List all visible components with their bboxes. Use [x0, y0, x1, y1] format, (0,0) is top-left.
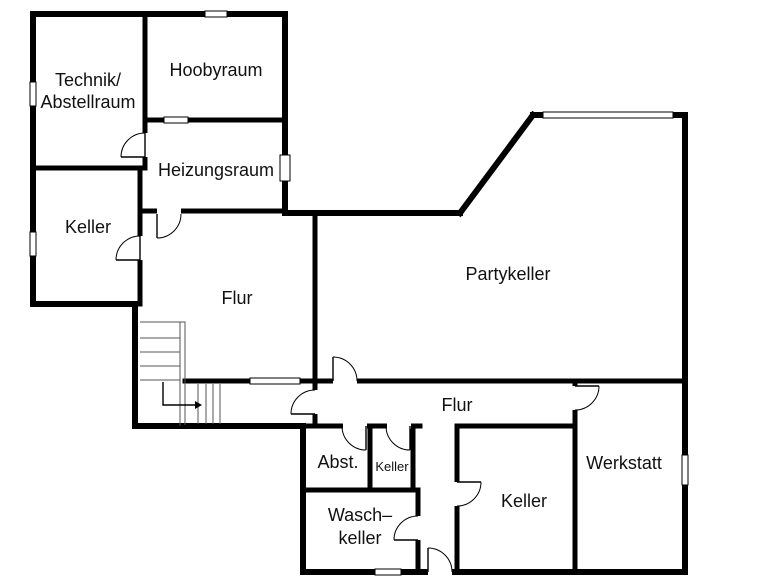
windows	[29, 10, 689, 576]
interior-walls	[30, 11, 688, 575]
label-keller-center: Keller	[501, 491, 547, 511]
label-flur-lower: Flur	[442, 395, 473, 415]
label-flur-upper: Flur	[222, 288, 253, 308]
label-waschkeller-1: Wasch–	[328, 505, 392, 525]
label-technik-2: Abstellraum	[40, 92, 135, 112]
window	[29, 81, 37, 107]
label-keller-left: Keller	[65, 217, 111, 237]
label-abst: Abst.	[317, 452, 358, 472]
label-technik-1: Technik/	[55, 70, 121, 90]
label-hoobyraum: Hoobyraum	[169, 60, 262, 80]
window	[29, 231, 37, 257]
arrow-head-icon	[195, 401, 202, 409]
staircase	[140, 321, 221, 426]
window	[374, 568, 402, 576]
label-keller-small: Keller	[375, 459, 409, 474]
window	[204, 10, 228, 18]
window	[542, 111, 674, 119]
label-heizungsraum: Heizungsraum	[158, 160, 274, 180]
room-labels: Technik/ Abstellraum Hoobyraum Heizungsr…	[40, 60, 661, 548]
doors	[115, 132, 600, 575]
window	[279, 154, 291, 182]
label-partykeller: Partykeller	[465, 264, 550, 284]
window	[681, 454, 689, 486]
label-waschkeller-2: keller	[338, 528, 381, 548]
window	[163, 116, 189, 124]
label-werkstatt: Werkstatt	[586, 453, 662, 473]
window	[249, 377, 301, 385]
stair-arrow-icon	[162, 382, 195, 406]
